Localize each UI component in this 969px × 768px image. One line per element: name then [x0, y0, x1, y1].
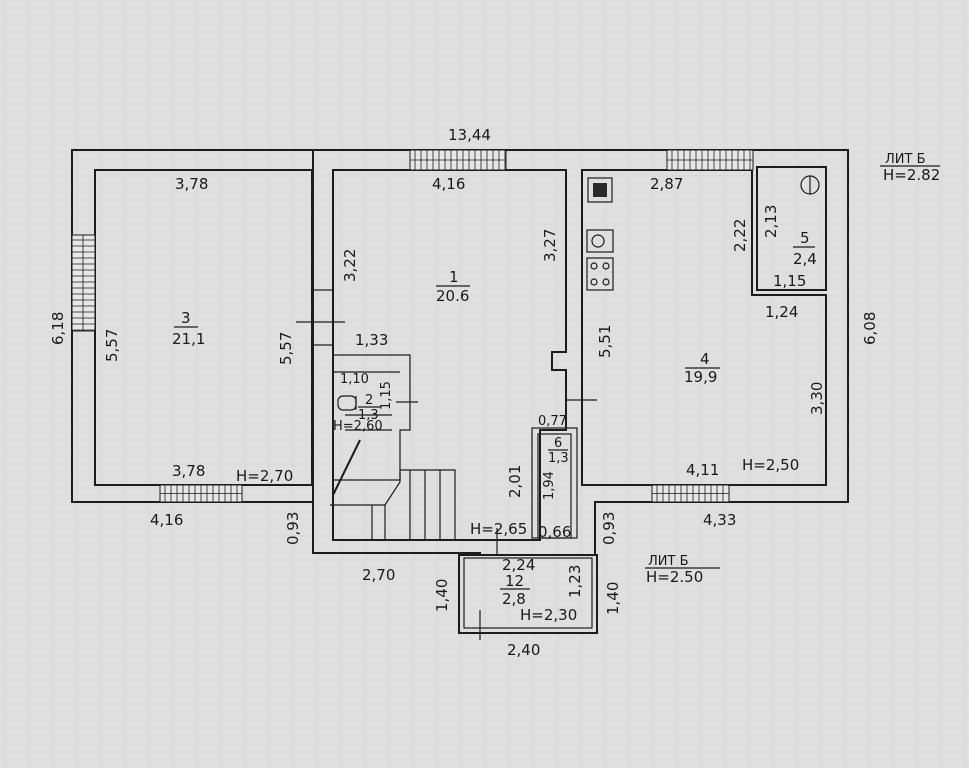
room3-ceiling: Н=2,70	[236, 467, 293, 485]
overall-left-height: 6,18	[49, 312, 67, 345]
room5-dim-a: 2,22	[731, 219, 749, 252]
room6-width-top: 0,77	[538, 414, 567, 429]
room3-number: 3	[181, 309, 191, 327]
room3-width-bottom: 3,78	[172, 462, 205, 480]
room6-area: 1,3	[548, 451, 569, 466]
boiler-icon	[587, 177, 613, 203]
room6-number: 6	[554, 436, 562, 451]
room1-dim-b: 3,27	[541, 229, 559, 262]
overall-bottom-left: 4,16	[150, 511, 183, 529]
window	[71, 234, 96, 332]
room2-width: 1,10	[340, 372, 369, 387]
room12-width-top: 2,24	[502, 556, 535, 574]
room3-height-left: 5,57	[103, 329, 121, 362]
ceiling-label-top: Н=2.82	[883, 166, 940, 184]
room5-width: 1,15	[773, 272, 806, 290]
room1-dim-a: 3,22	[341, 249, 359, 282]
room3-area: 21,1	[172, 330, 205, 348]
room12-height-left: 1,40	[433, 579, 451, 612]
stove-icon	[586, 257, 614, 291]
room12-area: 2,8	[502, 590, 526, 608]
room1-width-top: 4,16	[432, 175, 465, 193]
overall-step-left: 0,93	[284, 512, 302, 545]
room6-width-bottom: 0,66	[538, 523, 571, 541]
room12-width-bottom: 2,40	[507, 641, 540, 659]
room6-height: 1,94	[542, 471, 557, 500]
doors-and-stairs	[296, 289, 597, 640]
room1-number: 1	[449, 268, 459, 286]
overall-step-right: 0,93	[600, 512, 618, 545]
room1-ceiling: Н=2,65	[470, 520, 527, 538]
room6-dim-side: 2,01	[506, 465, 524, 498]
room2-depth: 1,15	[379, 381, 394, 410]
room12-height-right: 1,40	[604, 582, 622, 615]
overall-right-height: 6,08	[861, 312, 879, 345]
room4-width-bottom: 4,11	[686, 461, 719, 479]
room4-height-left: 5,51	[596, 325, 614, 358]
overall-bottom-right: 4,33	[703, 511, 736, 529]
room5-area: 2,4	[793, 250, 817, 268]
room1-dim-c: 1,33	[355, 331, 388, 349]
staircase	[330, 414, 456, 540]
overall-bottom-middle: 2,70	[362, 566, 395, 584]
lit-label-bottom: ЛИТ Б	[648, 554, 689, 569]
room5-dim-b: 2,13	[762, 205, 780, 238]
fixtures	[337, 175, 820, 411]
room4-width-top: 2,87	[650, 175, 683, 193]
room4-number: 4	[700, 350, 710, 368]
toilet-icon	[337, 395, 357, 411]
room2-ceiling: Н=2,60	[333, 419, 383, 434]
labels: 13,44 6,18 6,08 4,16 4,33 0,93 0,93 2,70…	[49, 126, 940, 659]
room12-number: 12	[505, 572, 524, 590]
room4-area: 19,9	[684, 368, 717, 386]
lit-label-top: ЛИТ Б	[885, 152, 926, 167]
room4-height-right: 3,30	[808, 382, 826, 415]
room2-area: 1,3	[358, 408, 379, 423]
sink-icon	[586, 229, 614, 253]
room3-height-right: 5,57	[277, 332, 295, 365]
room12-height-inner: 1,23	[566, 565, 584, 598]
ceiling-label-bottom: Н=2.50	[646, 568, 703, 586]
washbasin-icon	[800, 175, 820, 195]
room1-area: 20.6	[436, 287, 469, 305]
room2-number: 2	[365, 393, 373, 408]
room5-number: 5	[800, 229, 810, 247]
room4-ceiling: Н=2,50	[742, 456, 799, 474]
room4-dim-small: 1,24	[765, 303, 798, 321]
overall-top-width: 13,44	[448, 126, 491, 144]
room3-width-top: 3,78	[175, 175, 208, 193]
windows	[71, 149, 754, 503]
room12-ceiling: Н=2,30	[520, 606, 577, 624]
